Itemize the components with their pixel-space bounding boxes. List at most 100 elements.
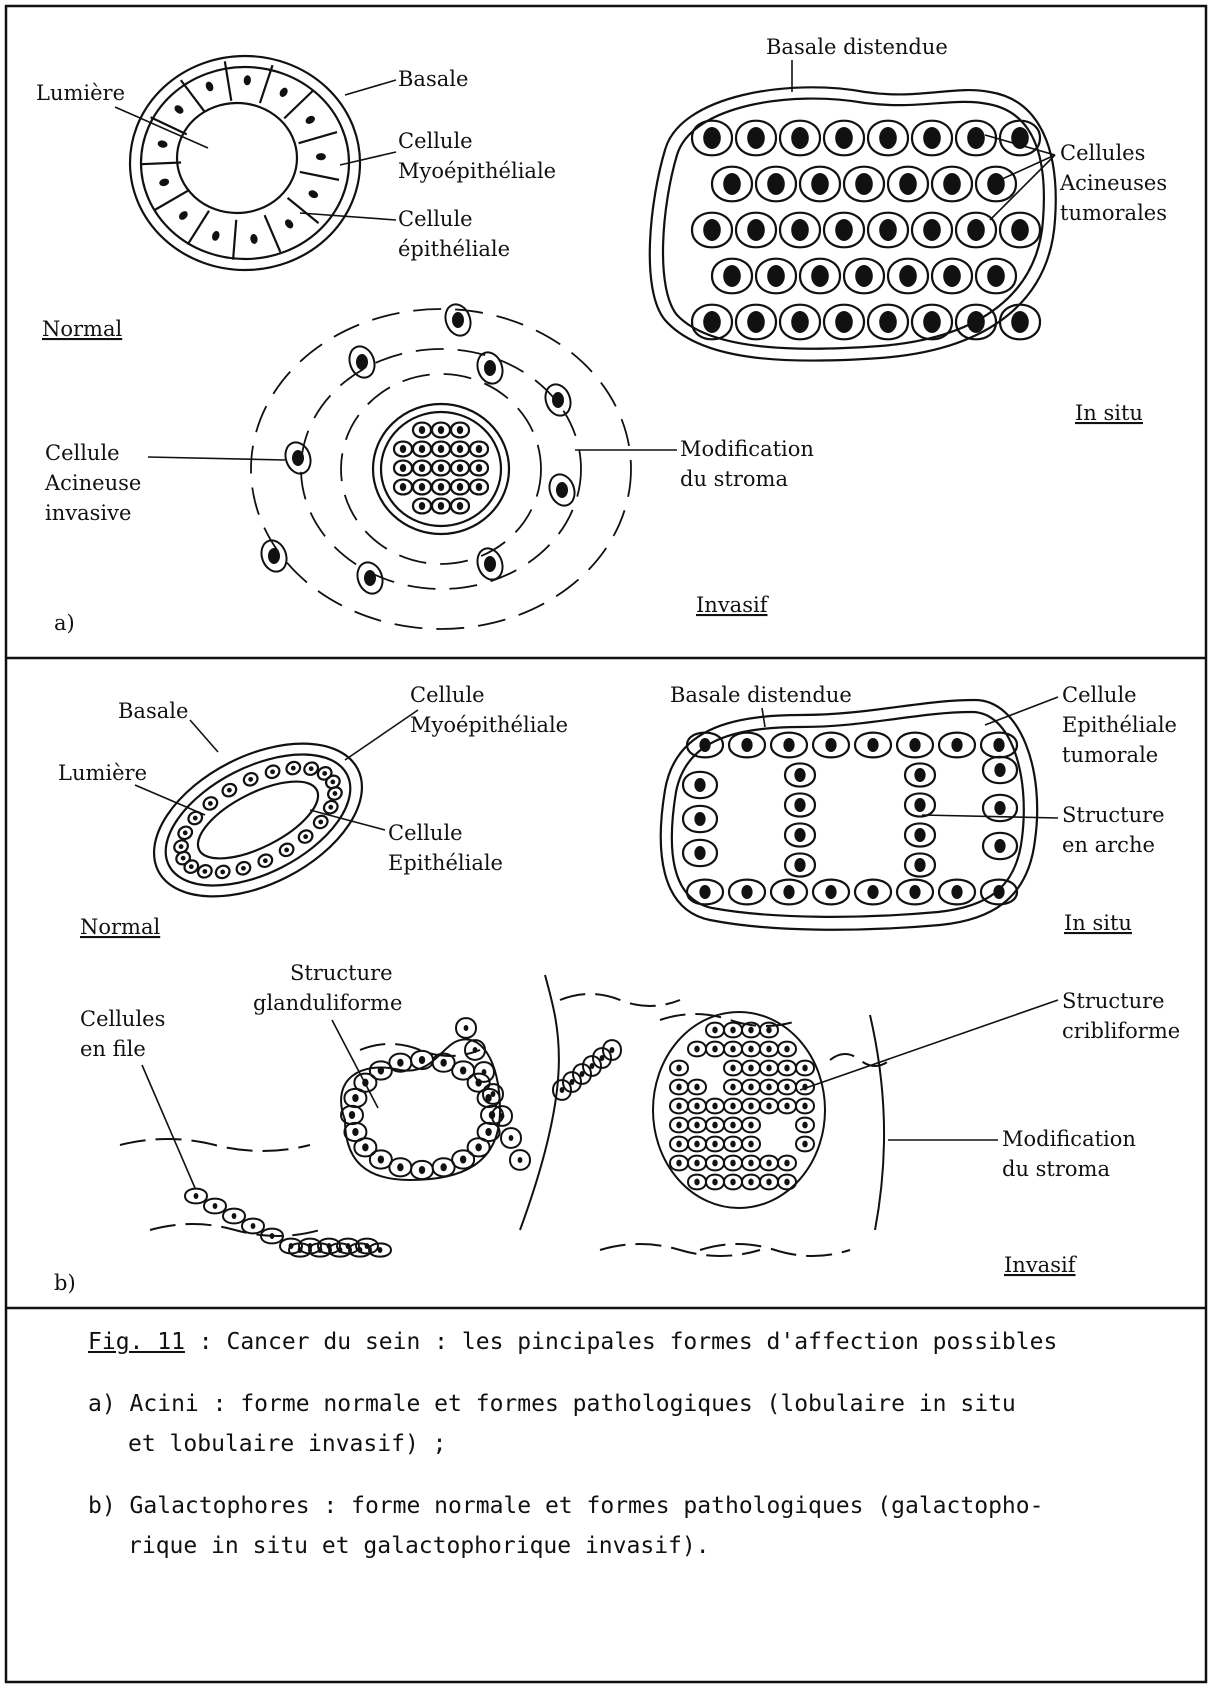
a-insitu-nucleus [923,219,941,241]
b-normal-nucleus [321,770,327,776]
b-normal-nucleus [207,800,213,806]
label-a-normal-myo-1: Cellule [398,129,473,153]
b-cribli-nucleus [694,1084,699,1091]
b-normal-nucleus [226,787,232,793]
b-normal-nucleus [219,869,225,875]
b-glandu-nucleus [352,1128,358,1136]
b-glandu-nucleus [460,1067,466,1075]
b-normal-nucleus [308,765,314,771]
b-cribli-nucleus [748,1179,753,1186]
a-normal-nucleus [243,75,251,86]
b-middle-nucleus [518,1157,523,1163]
label-a-insitu-basale-distendue: Basale distendue [766,35,948,59]
b-cribli-nucleus [730,1141,735,1148]
b-glandu-nucleus [378,1155,384,1163]
b-file-nucleus [232,1213,237,1219]
a-invasif-nucleus [419,483,425,491]
b-cribli-nucleus [784,1179,789,1186]
a-insitu-nucleus [835,219,853,241]
b-insitu-nucleus [867,738,878,752]
caption-b-line-2: rique in situ et galactophorique invasif… [88,1526,1168,1566]
label-b-insitu-epi-1: Cellule [1062,683,1137,707]
b-cribli-nucleus [766,1046,771,1053]
b-cribli-nucleus [766,1160,771,1167]
b-cribli-nucleus [676,1103,681,1110]
a-free-nucleus [556,482,568,498]
b-insitu-nucleus [783,738,794,752]
b-stroma-squiggle [700,1244,850,1256]
b-cribli-nucleus [694,1103,699,1110]
b-normal-nucleus [188,863,194,869]
acinus-insitu-drawing [650,87,1056,360]
leader-a-basale [345,80,396,95]
b-cribli-nucleus [784,1160,789,1167]
b-stroma-squiggle [660,1014,800,1026]
b-normal-nucleus [247,776,253,782]
b-insitu-nucleus [794,768,805,782]
b-stroma-squiggle [600,1244,760,1256]
b-insitu-nucleus [794,858,805,872]
leader-b-basale [190,720,218,752]
b-glandu-nucleus [397,1163,403,1171]
label-a-invasif-stroma-2: du stroma [680,467,788,491]
b-file-nucleus [358,1247,363,1253]
panel-b-tag: b) [54,1271,76,1295]
a-normal-wall [188,211,209,245]
a-insitu-nucleus [723,173,741,195]
b-cribli-nucleus [676,1122,681,1129]
b-cribli-nucleus [676,1160,681,1167]
b-normal-nucleus [302,833,308,839]
a-normal-wall [265,215,281,252]
b-glandu-nucleus [475,1143,481,1151]
a-invasif-nucleus [457,483,463,491]
b-file-nucleus [338,1247,343,1253]
a-invasif-nucleus [476,483,482,491]
acinus-invasif-drawing [251,301,631,629]
a-invasif-nucleus [438,502,444,510]
a-insitu-nucleus [879,219,897,241]
b-glandu-nucleus [397,1059,403,1067]
label-b-insitu-arche-1: Structure [1062,803,1165,827]
a-normal-wall [154,190,189,210]
b-insitu-nucleus [867,885,878,899]
leader-b-myo [345,710,418,760]
a-insitu-nucleus [791,127,809,149]
b-cribli-nucleus [694,1160,699,1167]
a-insitu-nucleus [767,265,785,287]
a-invasif-nucleus [419,426,425,434]
a-normal-nucleus [278,86,289,98]
b-glandu-nucleus [440,1163,446,1171]
b-file-nucleus [298,1247,303,1253]
panel-a-tag: a) [54,611,75,635]
b-normal-nucleus [180,855,186,861]
b-stroma-squiggle [150,1224,320,1236]
a-invasif-nucleus [419,464,425,472]
b-glandu-nucleus [352,1094,358,1102]
label-a-invasif-acineuse-2: Acineuse [44,471,141,495]
b-middle-nucleus [500,1113,505,1119]
b-cribli-nucleus [712,1122,717,1129]
b-normal-nucleus [290,765,296,771]
b-cribli-nucleus [766,1179,771,1186]
b-cribli-nucleus [784,1103,789,1110]
a-insitu-nucleus [923,311,941,333]
label-b-insitu-arche-2: en arche [1062,833,1155,857]
b-glandu-nucleus [485,1128,491,1136]
b-normal-nucleus [318,819,324,825]
a-invasif-nucleus [476,464,482,472]
label-b-invasif-stroma-1: Modification [1002,1127,1136,1151]
b-cribli-nucleus [712,1141,717,1148]
label-b-invasif-glandu-2: glanduliforme [253,991,402,1015]
a-invasif-nucleus [438,483,444,491]
b-cribli-nucleus [730,1179,735,1186]
b-cribli-nucleus [712,1103,717,1110]
b-cribli-nucleus [802,1065,807,1072]
a-insitu-nucleus [835,127,853,149]
b-glandu-nucleus [362,1143,368,1151]
a-invasif-nucleus [438,445,444,453]
b-insitu-nucleus [994,801,1005,815]
b-normal-nucleus [192,815,198,821]
b-cribli-nucleus [694,1179,699,1186]
a-normal-wall [300,172,339,180]
a-insitu-nucleus [923,127,941,149]
